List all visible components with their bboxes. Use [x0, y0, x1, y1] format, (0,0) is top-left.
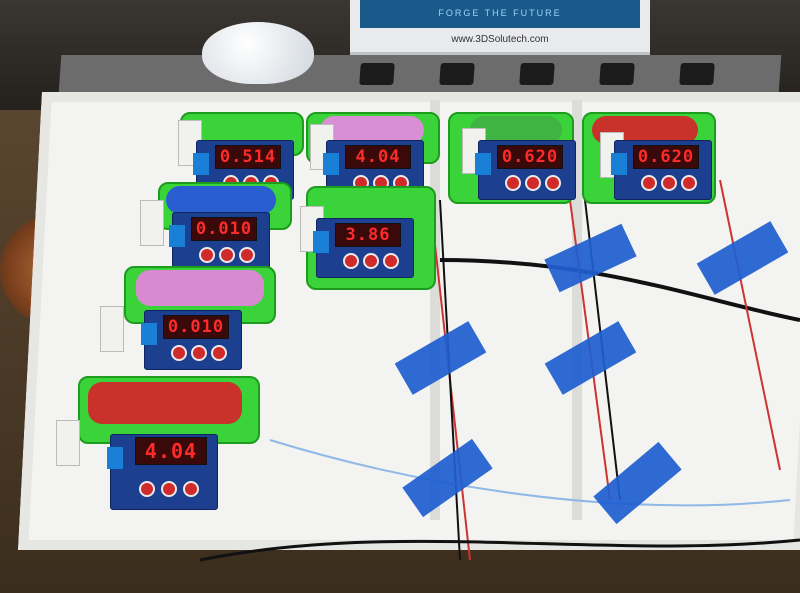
voltage-reading: 4.04	[144, 439, 198, 463]
terminal-block	[141, 323, 157, 345]
push-button	[239, 247, 255, 263]
black-cable	[199, 538, 800, 562]
push-button	[191, 345, 207, 361]
voltage-display: 0.620	[497, 145, 563, 169]
load-resistor	[100, 306, 124, 352]
voltage-reading: 0.514	[219, 147, 277, 167]
voltage-display: 4.04	[135, 437, 207, 465]
push-button	[219, 247, 235, 263]
tray-partition	[430, 100, 440, 520]
battery-cell	[166, 186, 276, 214]
push-button	[383, 253, 399, 269]
voltage-display: 0.514	[215, 145, 281, 169]
voltage-display: 0.620	[633, 145, 699, 169]
voltage-reading: 0.620	[501, 147, 559, 167]
voltage-reading: 0.620	[637, 147, 695, 167]
terminal-block	[107, 447, 123, 469]
push-button	[343, 253, 359, 269]
terminal-block	[611, 153, 627, 175]
push-button	[211, 345, 227, 361]
monitor: FORGE THE FUTURE www.3DSolutech.com	[350, 0, 650, 56]
voltage-display: 4.04	[345, 145, 411, 169]
black-cable	[439, 258, 800, 322]
voltage-reading: 0.010	[195, 219, 253, 239]
load-resistor	[56, 420, 80, 466]
push-button	[681, 175, 697, 191]
monitor-url: www.3DSolutech.com	[451, 34, 549, 45]
voltage-reading: 3.86	[345, 225, 391, 245]
charger-board: 0.620	[611, 140, 712, 200]
battery-cell	[136, 270, 264, 306]
push-button	[505, 175, 521, 191]
computer-mouse	[202, 22, 314, 84]
terminal-block	[313, 231, 329, 253]
charger-board: 3.86	[313, 218, 414, 278]
blue-wire	[269, 439, 791, 507]
red-wire	[719, 179, 781, 471]
charger-board: 4.04	[107, 434, 218, 510]
charger-board: 0.010	[169, 212, 270, 272]
load-resistor	[140, 200, 164, 246]
terminal-block	[475, 153, 491, 175]
monitor-tagline: FORGE THE FUTURE	[438, 8, 562, 18]
push-button	[641, 175, 657, 191]
voltage-reading: 4.04	[355, 147, 401, 167]
voltage-reading: 0.010	[167, 317, 225, 337]
charger-board: 0.620	[475, 140, 576, 200]
tray-partition	[572, 100, 582, 520]
monitor-screen: FORGE THE FUTURE	[360, 0, 640, 28]
terminal-block	[193, 153, 209, 175]
push-button	[363, 253, 379, 269]
terminal-block	[323, 153, 339, 175]
charger-board: 0.010	[141, 310, 242, 370]
voltage-display: 3.86	[335, 223, 401, 247]
push-button	[199, 247, 215, 263]
battery-cell	[320, 116, 424, 144]
push-button	[661, 175, 677, 191]
push-button	[171, 345, 187, 361]
battery-cell	[88, 382, 242, 424]
push-button	[525, 175, 541, 191]
voltage-display: 0.010	[191, 217, 257, 241]
terminal-block	[169, 225, 185, 247]
push-button	[139, 481, 155, 497]
voltage-display: 0.010	[163, 315, 229, 339]
black-wire	[439, 199, 461, 561]
push-button	[183, 481, 199, 497]
push-button	[545, 175, 561, 191]
push-button	[161, 481, 177, 497]
